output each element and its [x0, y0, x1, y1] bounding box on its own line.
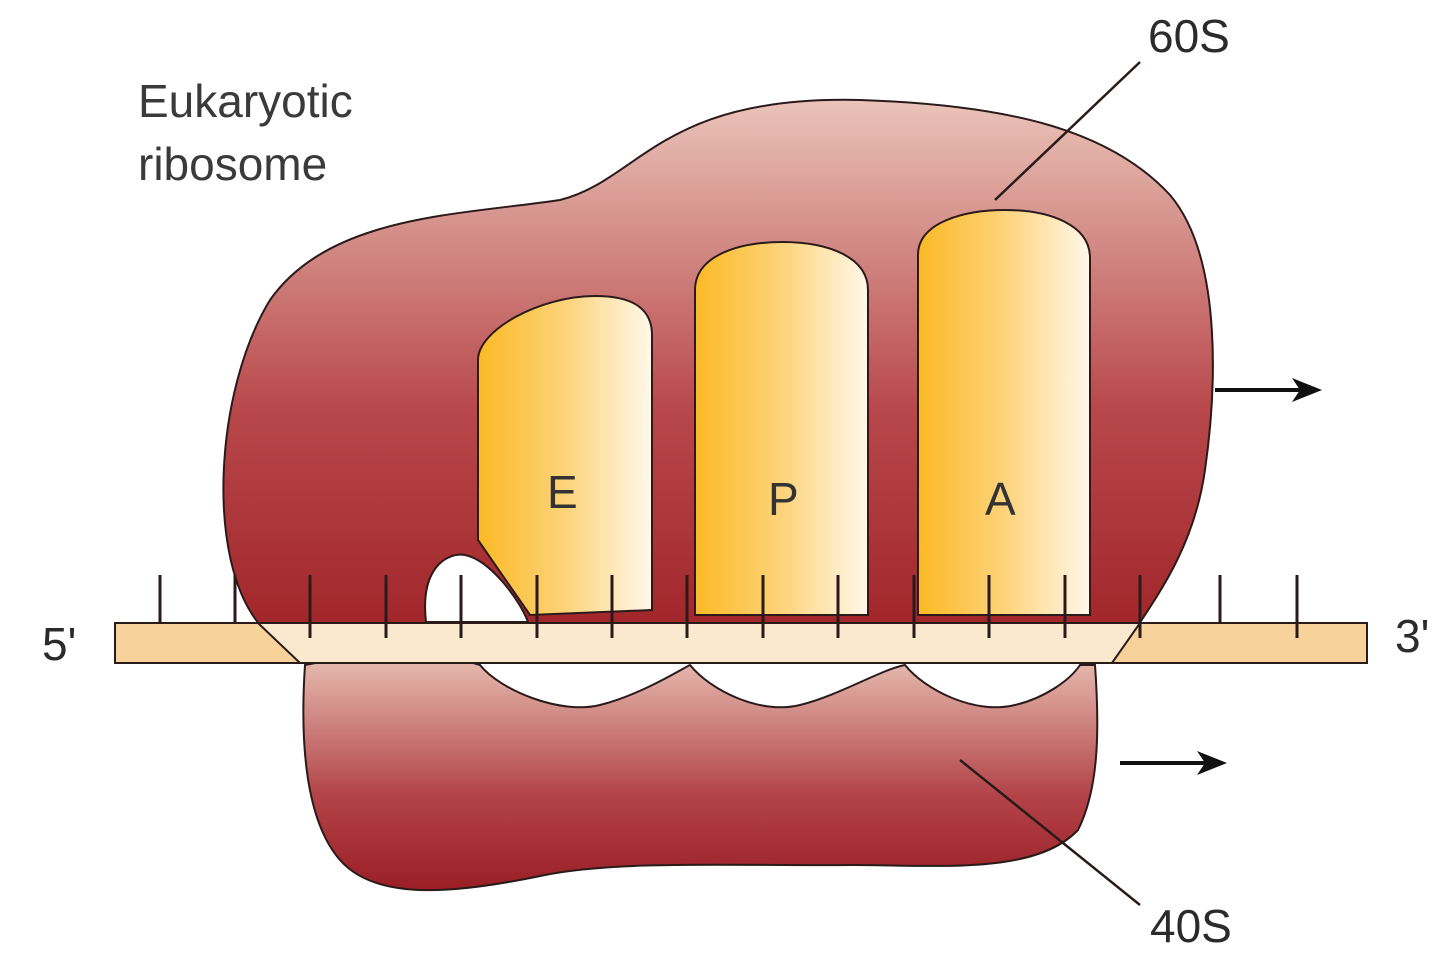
label-5-prime: 5': [42, 618, 76, 670]
label-40s: 40S: [1150, 900, 1232, 952]
label-site-a: A: [985, 473, 1016, 525]
leader-40s: [959, 759, 1141, 906]
label-60s: 60S: [1148, 10, 1230, 62]
site-e: [477, 294, 653, 617]
exit-notch: [424, 553, 530, 623]
label-3-prime: 3': [1395, 610, 1429, 662]
site-a: [917, 208, 1091, 616]
title-line-2: ribosome: [138, 138, 327, 190]
title-line-1: Eukaryotic: [138, 75, 353, 127]
label-site-e: E: [547, 466, 578, 518]
leader-60s: [994, 61, 1141, 201]
small-subunit-40s: [302, 653, 1099, 892]
mrna-covered-region: [255, 622, 1142, 664]
arrow-large: [1215, 378, 1322, 402]
site-p: [694, 240, 869, 616]
label-site-p: P: [768, 473, 799, 525]
arrow-small: [1120, 751, 1227, 775]
codon-ticks: [158, 575, 1299, 638]
